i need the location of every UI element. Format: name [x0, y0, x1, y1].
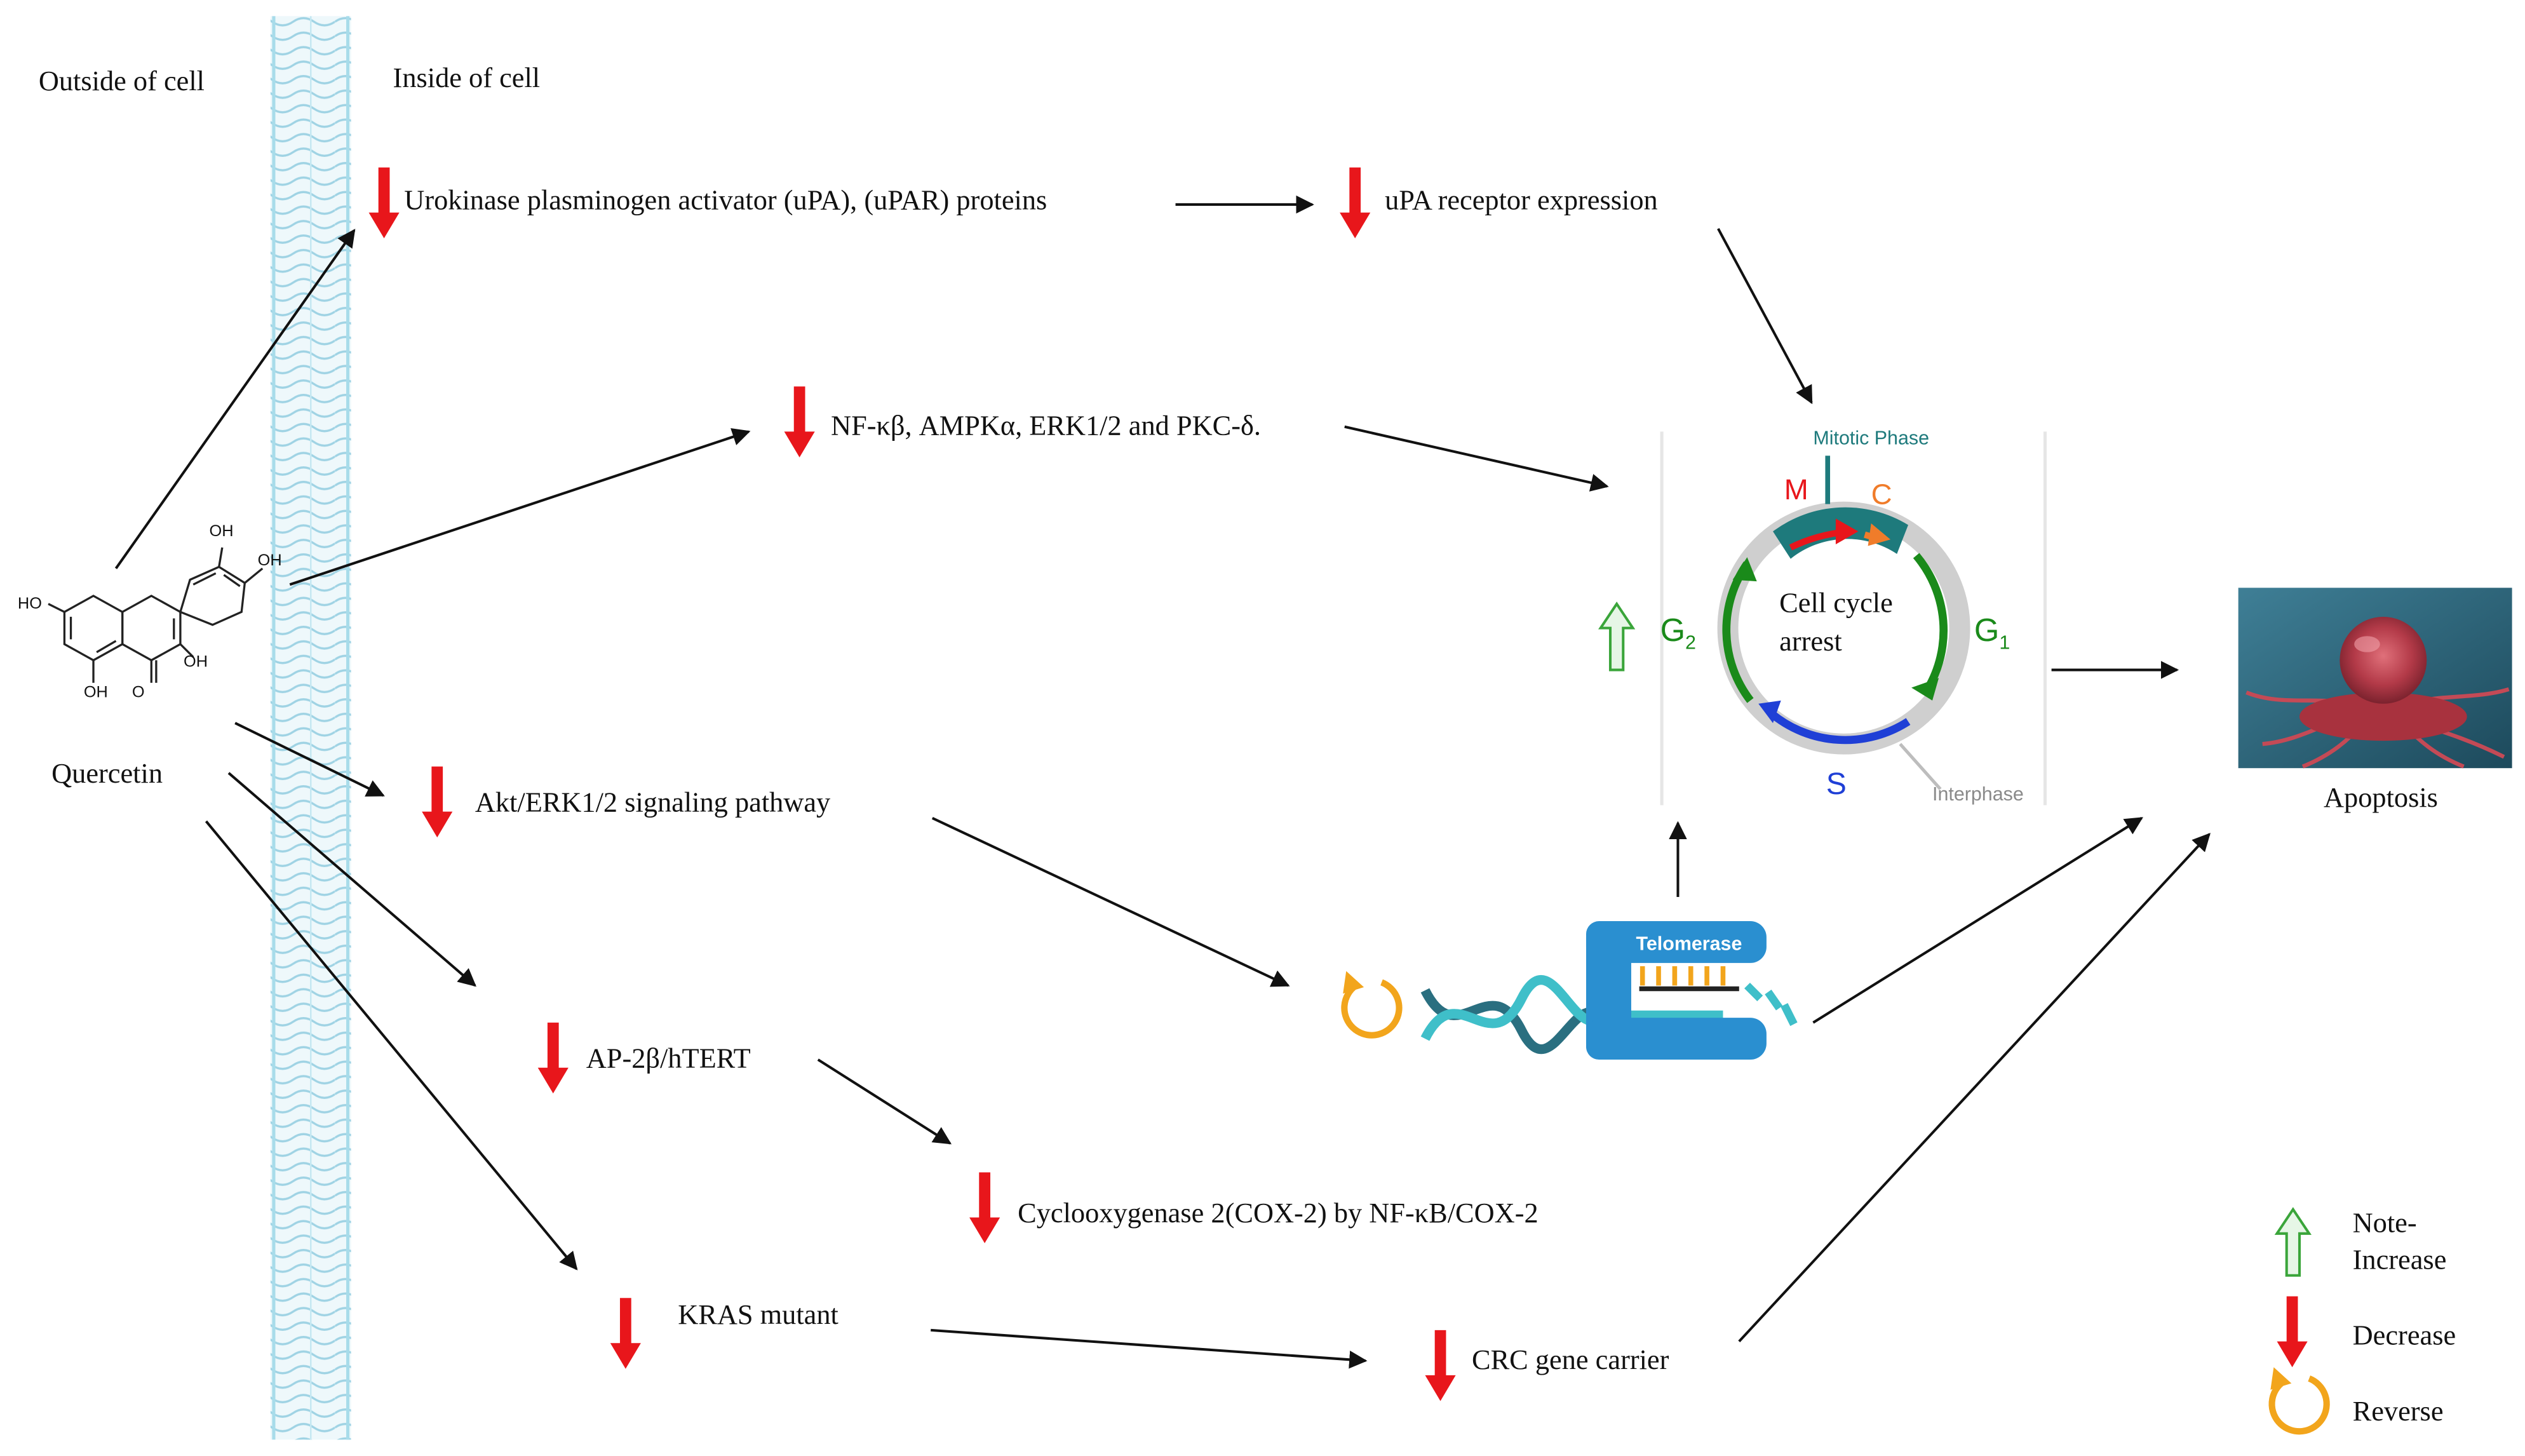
- legend-title: Note-: [2352, 1206, 2417, 1239]
- nfkb-ampk-label: NF-κβ, AMPKα, ERK1/2 and PKC-δ.: [831, 408, 1261, 442]
- akt-erk-label: Akt/ERK1/2 signaling pathway: [475, 786, 831, 818]
- crc-gene-carrier-label: CRC gene carrier: [1471, 1343, 1669, 1375]
- interphase-label: Interphase: [1932, 783, 2024, 806]
- ap2-htert-label: AP-2β/hTERT: [586, 1042, 751, 1074]
- decrease-arrow-icon: [784, 386, 815, 457]
- legend: [2268, 1207, 2330, 1435]
- legend-increase-icon: [2274, 1207, 2312, 1277]
- decrease-arrow-icon: [610, 1298, 641, 1369]
- decrease-arrow-icon: [969, 1172, 1000, 1244]
- legend-note-label: Note- Increase: [2353, 1204, 2447, 1279]
- decrease-arrow-icon: [1425, 1330, 1456, 1401]
- oh-group-label: OH: [83, 684, 108, 703]
- kras-mutant-label: KRAS mutant: [678, 1298, 838, 1330]
- g1-phase-label: G1: [1974, 613, 2010, 654]
- decrease-arrow-icon: [1340, 167, 1371, 239]
- c-phase-label: C: [1871, 478, 1892, 511]
- quercetin-structure: [48, 547, 264, 683]
- legend-reverse-label: Reverse: [2352, 1394, 2444, 1427]
- s-phase-label: S: [1826, 768, 1847, 802]
- increase-arrow-icon: [1598, 601, 1636, 671]
- mitotic-phase-label: Mitotic Phase: [1813, 426, 1930, 450]
- cell-cycle-center-line2: arrest: [1779, 624, 1842, 657]
- reverse-icon: [1341, 971, 1403, 1039]
- cell-membrane: [270, 16, 351, 1440]
- quercetin-label: Quercetin: [51, 757, 163, 790]
- outside-of-cell-label: Outside of cell: [38, 64, 205, 97]
- apoptosis-cell-image: [2238, 588, 2512, 769]
- oh-group-label: OH: [209, 523, 234, 541]
- decrease-arrow-icon: [368, 167, 400, 239]
- legend-decrease-icon: [2277, 1296, 2308, 1368]
- upa-receptor-label: uPA receptor expression: [1385, 183, 1658, 216]
- cell-cycle-diagram: [1660, 431, 2047, 806]
- legend-decrease-label: Decrease: [2352, 1319, 2456, 1351]
- pathway-arrows: [114, 195, 2211, 1369]
- oh-group-label: OH: [257, 552, 282, 570]
- decrease-arrow-icon: [537, 1022, 569, 1094]
- decrease-indicators: [368, 167, 1456, 1401]
- legend-reverse-icon: [2268, 1367, 2330, 1435]
- inside-of-cell-label: Inside of cell: [393, 61, 541, 94]
- decrease-arrow-icon: [422, 766, 453, 838]
- telomerase-dna-graphic: [1420, 921, 1798, 1060]
- oh-group-label: OH: [183, 654, 208, 672]
- telomerase-label: Telomerase: [1636, 932, 1742, 955]
- cox2-label: Cyclooxygenase 2(COX-2) by NF-κB/COX-2: [1018, 1196, 1539, 1229]
- upa-proteins-label: Urokinase plasminogen activator (uPA), (…: [404, 183, 1047, 216]
- apoptosis-label: Apoptosis: [2324, 781, 2438, 814]
- carbonyl-o-label: O: [131, 684, 145, 703]
- legend-increase-label: Increase: [2352, 1243, 2447, 1276]
- m-phase-label: M: [1784, 473, 1808, 506]
- cell-cycle-center-line1: Cell cycle: [1779, 586, 1893, 619]
- ho-group-label: HO: [17, 595, 42, 614]
- g2-phase-label: G2: [1660, 613, 1696, 654]
